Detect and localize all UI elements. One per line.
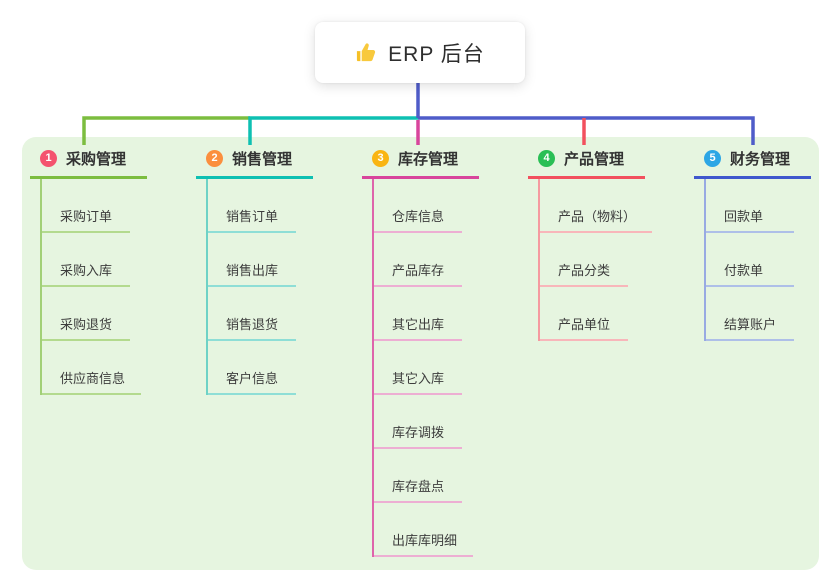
branch-number-badge: 3 [372, 150, 389, 167]
branch-children: 仓库信息产品库存其它出库其它入库库存调拨库存盘点出库库明细 [372, 179, 522, 557]
branch-5: 5 财务管理回款单付款单结算账户 [694, 148, 839, 341]
child-node[interactable]: 回款单 [706, 179, 794, 233]
child-node[interactable]: 采购订单 [42, 179, 130, 233]
child-node[interactable]: 库存调拨 [374, 395, 462, 449]
child-node[interactable]: 出库库明细 [374, 503, 474, 557]
branch-label: 库存管理 [398, 151, 459, 168]
branch-children: 销售订单销售出库销售退货客户信息 [206, 179, 356, 395]
branch-label: 销售管理 [232, 151, 293, 168]
branch-header-5[interactable]: 5 财务管理 [694, 148, 811, 179]
branch-label: 产品管理 [564, 151, 625, 168]
root-title: ERP 后台 [388, 42, 485, 66]
branch-children: 采购订单采购入库采购退货供应商信息 [40, 179, 190, 395]
child-node[interactable]: 产品分类 [540, 233, 628, 287]
child-node[interactable]: 产品单位 [540, 287, 628, 341]
child-node[interactable]: 采购入库 [42, 233, 130, 287]
branch-number-badge: 4 [538, 150, 555, 167]
branch-header-3[interactable]: 3 库存管理 [362, 148, 479, 179]
branch-header-4[interactable]: 4 产品管理 [528, 148, 645, 179]
child-node[interactable]: 产品库存 [374, 233, 462, 287]
branch-number-badge: 2 [206, 150, 223, 167]
branch-number-badge: 1 [40, 150, 57, 167]
branch-panel [22, 137, 819, 570]
branch-header-2[interactable]: 2 销售管理 [196, 148, 313, 179]
branch-header-1[interactable]: 1 采购管理 [30, 148, 147, 179]
child-node[interactable]: 销售退货 [208, 287, 296, 341]
branch-number-badge: 5 [704, 150, 721, 167]
child-node[interactable]: 供应商信息 [42, 341, 142, 395]
child-node[interactable]: 其它出库 [374, 287, 462, 341]
child-node[interactable]: 付款单 [706, 233, 794, 287]
child-node[interactable]: 销售订单 [208, 179, 296, 233]
branch-2: 2 销售管理销售订单销售出库销售退货客户信息 [196, 148, 356, 395]
child-node[interactable]: 仓库信息 [374, 179, 462, 233]
child-node[interactable]: 销售出库 [208, 233, 296, 287]
branch-4: 4 产品管理产品（物料）产品分类产品单位 [528, 148, 688, 341]
child-node[interactable]: 客户信息 [208, 341, 296, 395]
root-node[interactable]: ERP 后台 [315, 22, 525, 83]
child-node[interactable]: 其它入库 [374, 341, 462, 395]
branch-children: 回款单付款单结算账户 [704, 179, 839, 341]
branch-1: 1 采购管理采购订单采购入库采购退货供应商信息 [30, 148, 190, 395]
child-node[interactable]: 产品（物料） [540, 179, 653, 233]
thumbs-up-icon [355, 41, 378, 64]
branch-label: 财务管理 [730, 151, 791, 168]
child-node[interactable]: 结算账户 [706, 287, 794, 341]
branch-3: 3 库存管理仓库信息产品库存其它出库其它入库库存调拨库存盘点出库库明细 [362, 148, 522, 557]
child-node[interactable]: 采购退货 [42, 287, 130, 341]
branch-label: 采购管理 [66, 151, 127, 168]
child-node[interactable]: 库存盘点 [374, 449, 462, 503]
branch-children: 产品（物料）产品分类产品单位 [538, 179, 688, 341]
